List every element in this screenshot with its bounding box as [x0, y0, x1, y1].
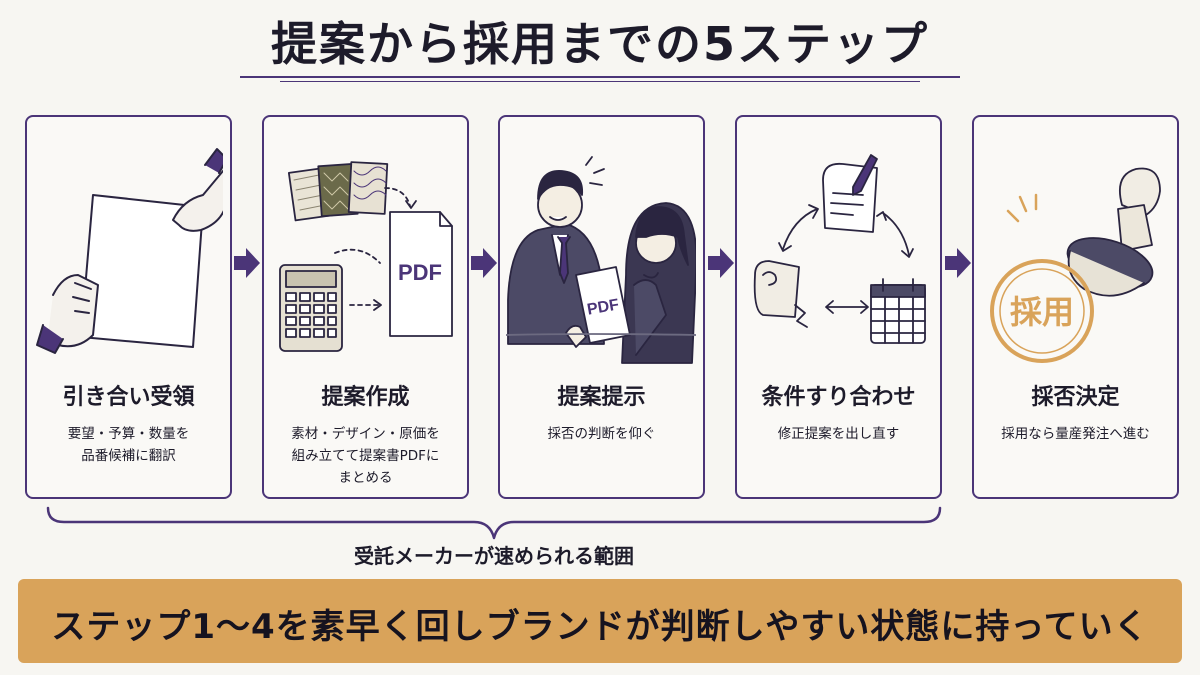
step-card-5: 採用 採否決定 採用なら量産発注へ進む [972, 115, 1179, 499]
pdf-label: PDF [398, 260, 442, 285]
arrow-right-icon [234, 248, 260, 278]
revision-cycle-icon [753, 154, 926, 344]
step-title: 条件すり合わせ [761, 385, 916, 410]
step-description: 素材・デザイン・原価を 組み立てて提案書PDFに まとめる [291, 426, 440, 486]
arrow-right-icon [945, 248, 971, 278]
step-card-4: 条件すり合わせ 修正提案を出し直す [735, 115, 942, 499]
stamp-label: 採用 [1010, 293, 1074, 331]
step-card-1: 引き合い受領 要望・予算・数量を 品番候補に翻訳 [25, 115, 232, 499]
summary-banner: ステップ1〜4を素早く回しブランドが判断しやすい状態に持っていく [18, 579, 1182, 663]
scope-label: 受託メーカーが速められる範囲 [354, 544, 634, 568]
step-title: 引き合い受領 [62, 385, 195, 410]
presentation-people-icon: PDF [506, 156, 696, 364]
step-card-2: PDF 提案作成 素材・デザイン・原価を 組み立てて提案書PDFに まとめる [262, 115, 469, 499]
step-title: 提案作成 [321, 385, 410, 410]
step-title: 採否決定 [1031, 385, 1120, 410]
banner-text: ステップ1〜4を素早く回しブランドが判断しやすい状態に持っていく [51, 607, 1149, 647]
fabric-calculator-pdf-icon: PDF [279, 161, 453, 352]
step-card-3: PDF 提案提示 採否の判断を仰ぐ [498, 115, 705, 499]
arrow-right-icon [708, 248, 734, 278]
bracket-brace [46, 506, 942, 540]
step-description: 採否の判断を仰ぐ [547, 426, 656, 442]
step-description: 要望・予算・数量を 品番候補に翻訳 [67, 426, 190, 464]
title-underline [240, 76, 960, 78]
hands-document-icon [36, 148, 223, 354]
arrow-right-icon [471, 248, 497, 278]
approval-stamp-icon: 採用 [990, 167, 1161, 363]
step-description: 採用なら量産発注へ進む [1001, 426, 1150, 442]
pdf-label: PDF [586, 296, 621, 318]
title-underline-secondary [280, 81, 920, 82]
step-description: 修正提案を出し直す [777, 426, 900, 442]
step-title: 提案提示 [557, 385, 646, 410]
page-title: 提案から採用までの5ステップ [270, 17, 929, 71]
